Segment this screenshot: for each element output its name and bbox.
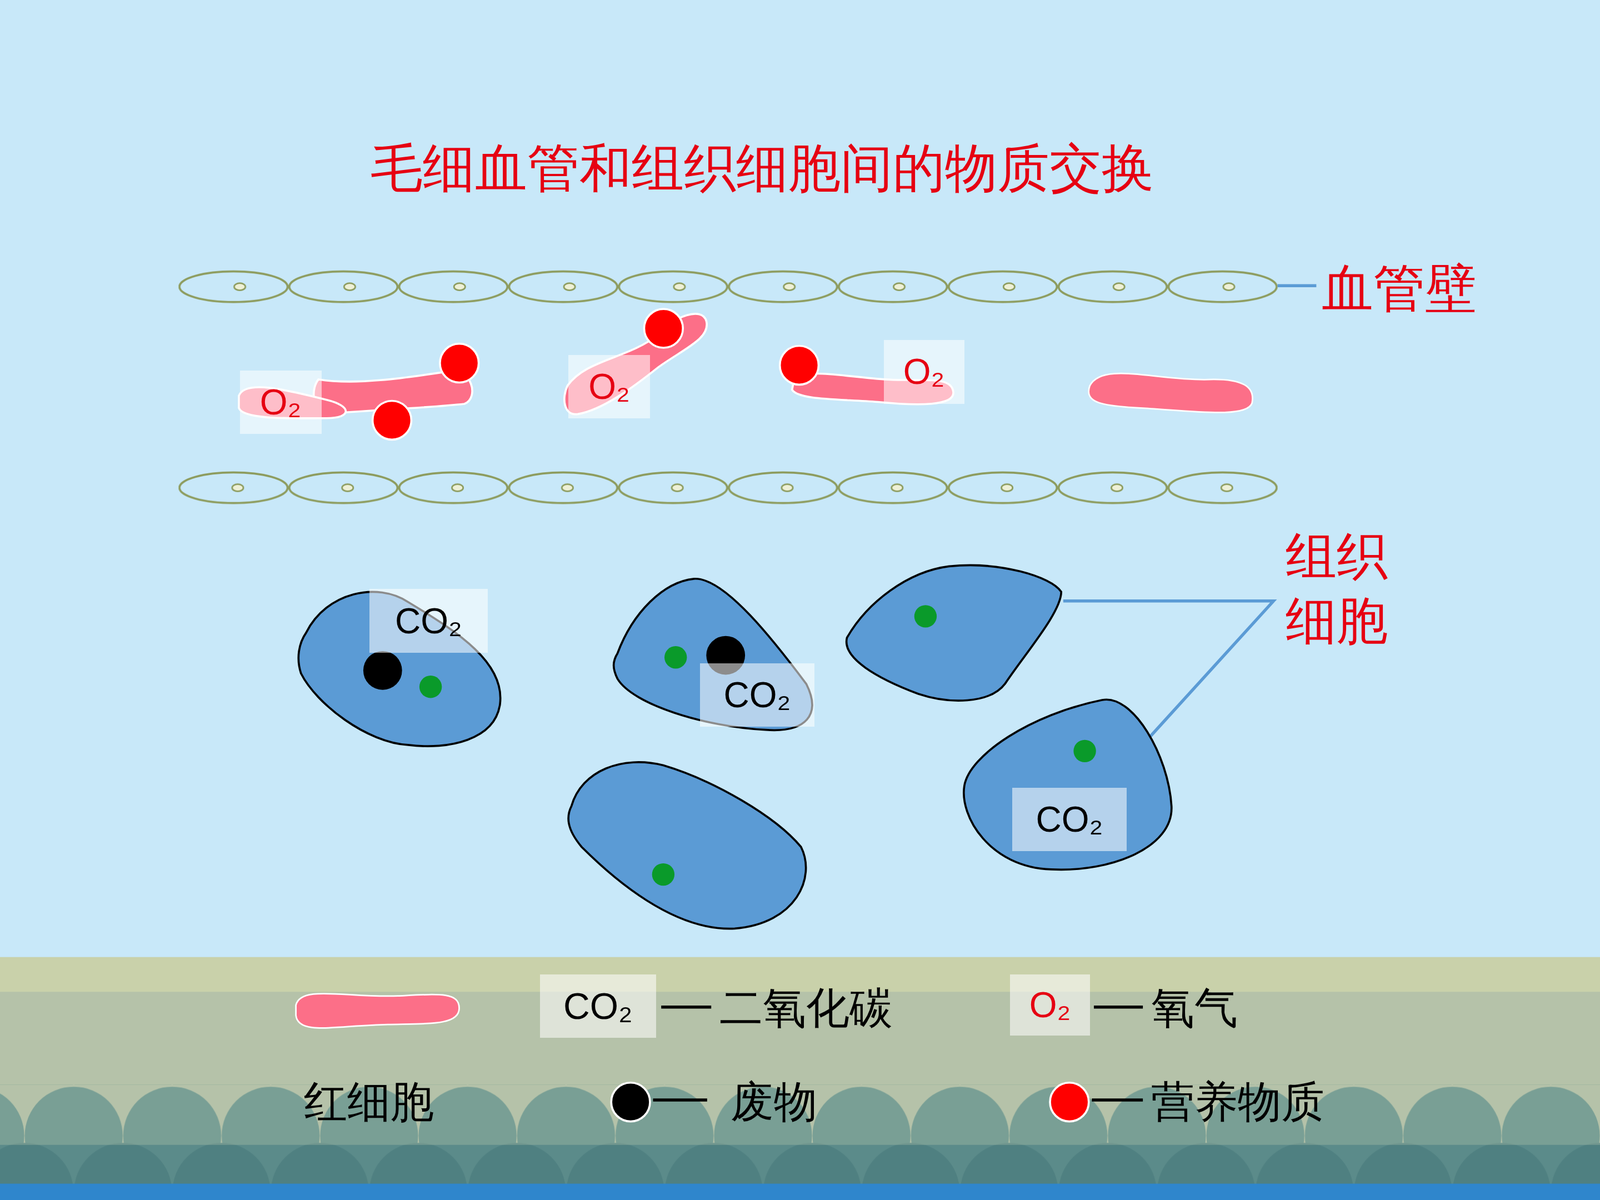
- red-blood-cell: [1088, 373, 1253, 413]
- text-highlight: CO₂: [700, 663, 815, 727]
- legend-text: 红细胞: [303, 1075, 434, 1129]
- vessel-wall: [178, 267, 1278, 308]
- leader-line: [1277, 284, 1317, 288]
- oxygen-label: O₂: [588, 366, 630, 407]
- oxygen-label: O₂: [903, 351, 945, 392]
- text-highlight: CO₂: [1012, 787, 1127, 852]
- text-highlight: O₂: [883, 340, 965, 405]
- co2-label: CO₂: [395, 601, 463, 642]
- legend-dash: [1091, 1098, 1143, 1102]
- legend-text: 氧气: [1151, 981, 1238, 1035]
- tissue-cell: CO₂: [608, 571, 819, 735]
- red-blood-cell: O₂: [559, 303, 712, 420]
- text-highlight: CO₂: [369, 588, 488, 654]
- co2-label: CO₂: [723, 675, 791, 715]
- legend-sample-text: CO₂: [540, 974, 657, 1038]
- nucleus-dot: [652, 863, 675, 886]
- text-highlight: O₂: [568, 355, 650, 419]
- substance-dot: [779, 346, 819, 385]
- substance-dot: [664, 646, 687, 669]
- red-blood-cell: O₂: [232, 341, 482, 441]
- substance-dot: [440, 343, 479, 383]
- substance-dot: [419, 675, 442, 698]
- substance-dot: [363, 651, 403, 690]
- part-label: 血管壁: [1321, 256, 1477, 321]
- bottom-strip: [0, 1183, 1600, 1200]
- tissue-cell: CO₂: [293, 581, 507, 752]
- nucleus-dot: [914, 605, 937, 628]
- legend-dash: [1093, 1005, 1143, 1009]
- substance-dot: [1073, 740, 1096, 763]
- tissue-cell: [568, 762, 807, 929]
- co2-label: CO₂: [1035, 799, 1103, 840]
- tissue-cell: [846, 565, 1062, 701]
- oxygen-label: O₂: [260, 382, 302, 423]
- vessel-wall: [178, 468, 1278, 509]
- tissue-cell-outline: [963, 699, 1172, 870]
- legend-dash: [661, 1005, 712, 1009]
- part-label: 组织 细胞: [1285, 523, 1398, 653]
- legend-swatches: [611, 1082, 1089, 1122]
- title: 毛细血管和组织细胞间的物质交换: [370, 135, 1154, 202]
- legend-text: 二氧化碳: [719, 981, 893, 1035]
- tissue-cell: CO₂: [957, 693, 1176, 874]
- legend-text: 营养物质: [1151, 1075, 1325, 1129]
- substance-dot: [643, 309, 683, 349]
- red-blood-cell-sample: [296, 993, 460, 1028]
- legend-swatch: [611, 1082, 650, 1122]
- legend-dash: [653, 1098, 708, 1102]
- text-highlight: O₂: [240, 370, 322, 434]
- red-blood-cell: O₂: [777, 336, 967, 410]
- legend-sample-text: O₂: [1010, 974, 1090, 1036]
- legend-text: 废物: [730, 1075, 818, 1129]
- legend-swatch: [1050, 1082, 1089, 1122]
- legend-band: [0, 957, 1600, 1200]
- substance-dot: [372, 401, 412, 440]
